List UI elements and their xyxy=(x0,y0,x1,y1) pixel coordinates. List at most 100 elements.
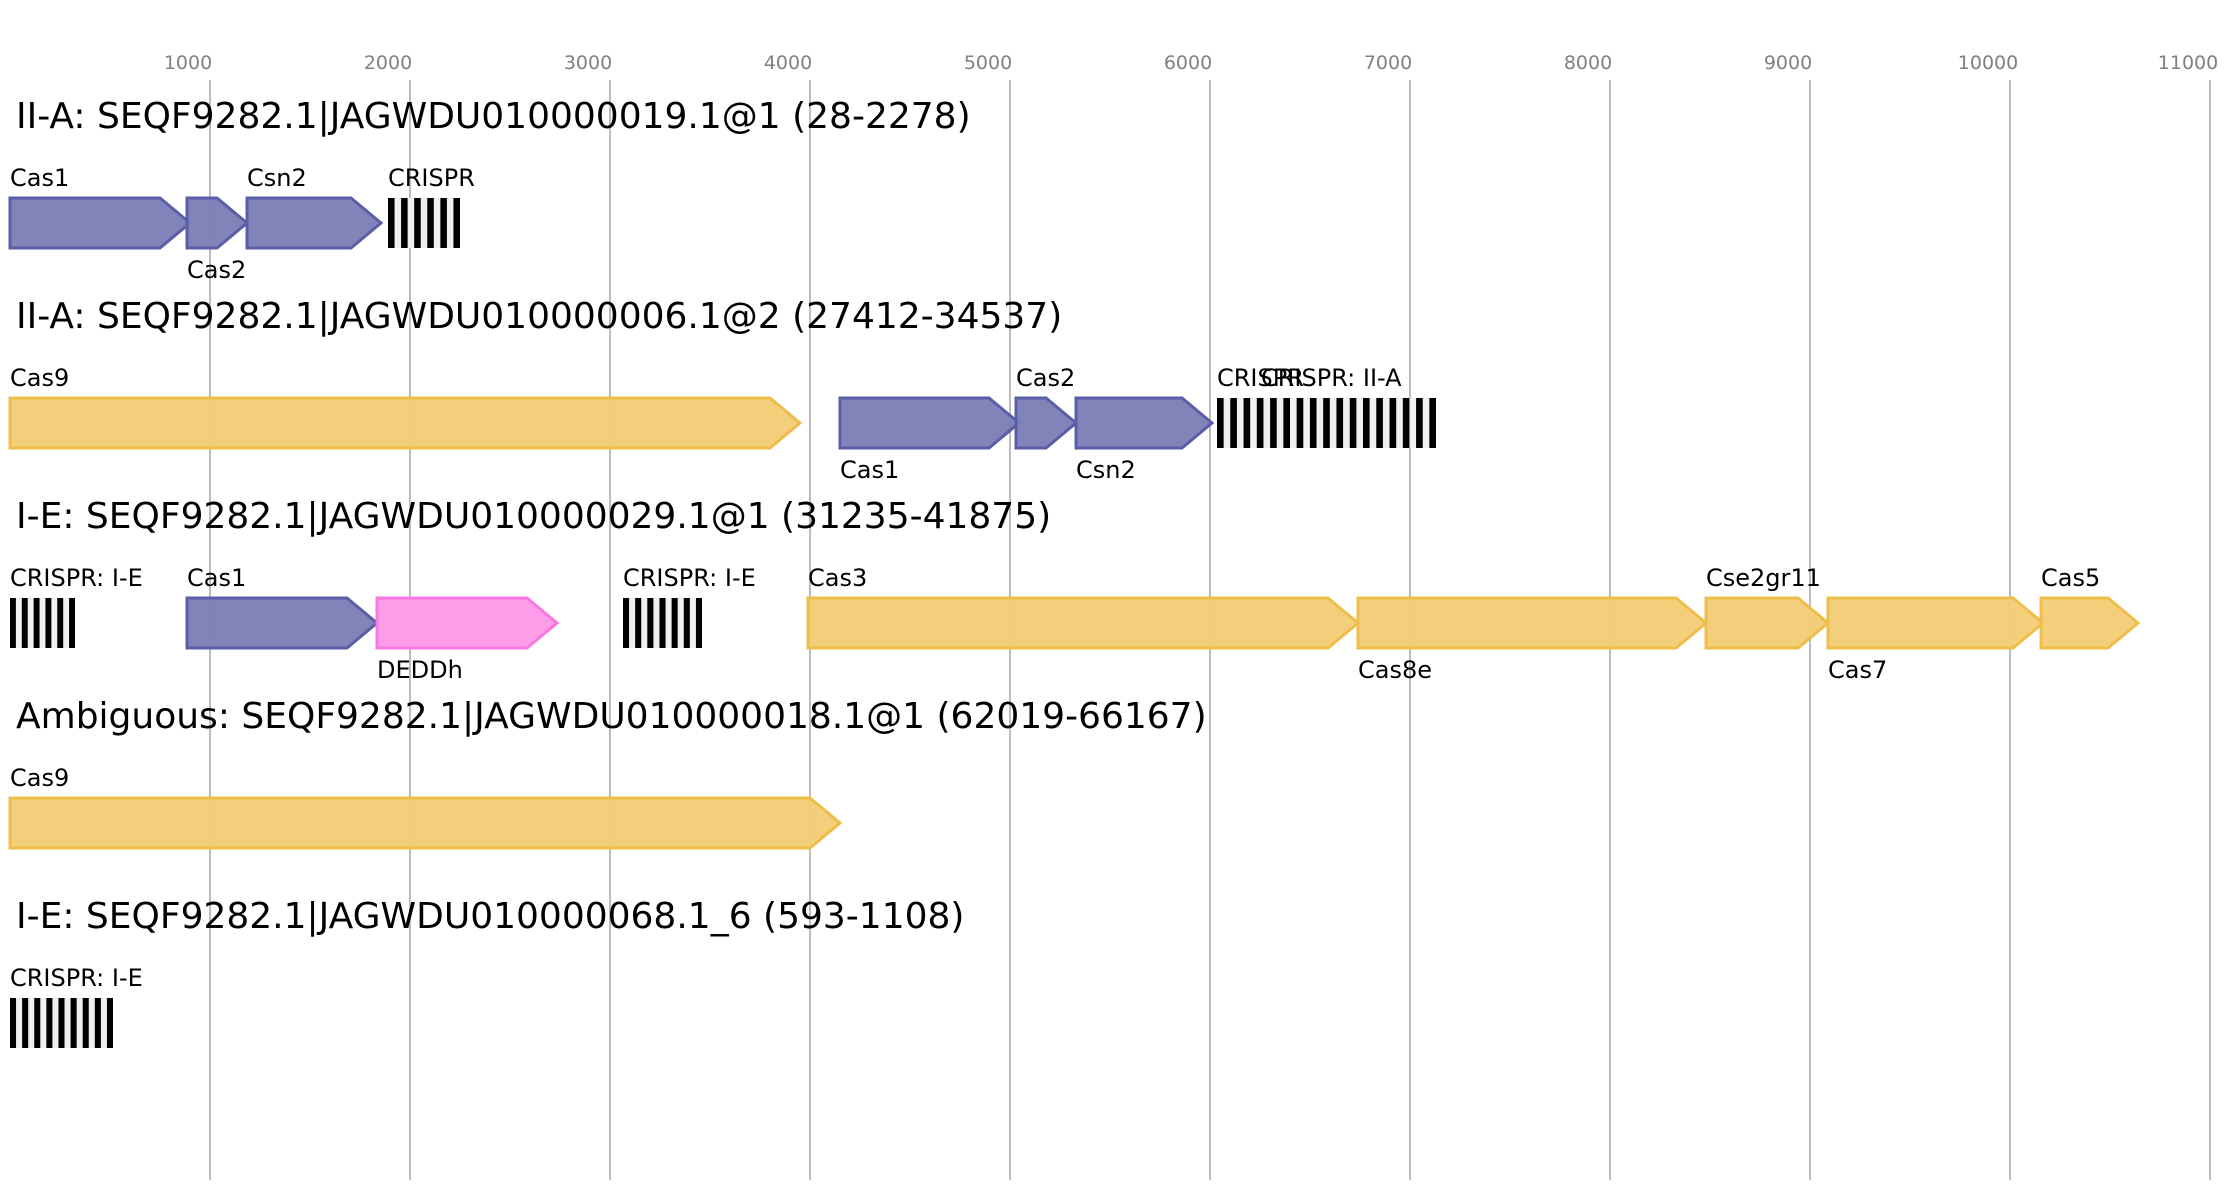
feature-label: Cas2 xyxy=(187,256,246,284)
gene-arrow-deddh[interactable] xyxy=(375,596,560,650)
crispr-repeat xyxy=(34,998,41,1048)
track: I-E: SEQF9282.1|JAGWDU010000068.1_6 (593… xyxy=(10,896,964,1048)
crispr-repeat xyxy=(1217,398,1224,448)
crispr-repeat xyxy=(388,198,395,248)
crispr-repeat xyxy=(45,598,52,648)
track-title: II-A: SEQF9282.1|JAGWDU010000019.1@1 (28… xyxy=(16,96,971,137)
crispr-repeat xyxy=(647,598,654,648)
tick-label: 11000 xyxy=(2158,52,2218,74)
crispr-repeat xyxy=(94,998,101,1048)
crispr-repeat xyxy=(1283,398,1290,448)
gene-arrow-cas9[interactable] xyxy=(8,796,843,850)
track-title: Ambiguous: SEQF9282.1|JAGWDU010000018.1@… xyxy=(16,696,1207,737)
crispr-repeat xyxy=(401,198,408,248)
feature-label: DEDDh xyxy=(377,656,463,684)
crispr-repeat xyxy=(1429,398,1436,448)
crispr-repeat xyxy=(70,998,77,1048)
crispr-repeat xyxy=(440,198,447,248)
gene-arrow-csn2[interactable] xyxy=(245,196,384,250)
feature-label: CRISPR: I-E xyxy=(623,564,756,592)
gene-arrow-csn2[interactable] xyxy=(1074,396,1215,450)
feature-label: CRISPR xyxy=(388,164,475,192)
gene-arrow-cas7[interactable] xyxy=(1826,596,2046,650)
track-title: I-E: SEQF9282.1|JAGWDU010000068.1_6 (593… xyxy=(16,896,964,937)
tick-label: 1000 xyxy=(164,52,212,74)
feature-label: Cas5 xyxy=(2041,564,2100,592)
gene-arrow-cas3[interactable] xyxy=(806,596,1361,650)
track-title: I-E: SEQF9282.1|JAGWDU010000029.1@1 (312… xyxy=(16,496,1051,537)
gene-arrow-cas2[interactable] xyxy=(185,196,250,250)
gene-arrow-cas1[interactable] xyxy=(185,596,380,650)
crispr-repeat xyxy=(1296,398,1304,448)
gene-arrow-cas8e[interactable] xyxy=(1356,596,1709,650)
crispr-repeat xyxy=(82,998,89,1048)
feature-label: Csn2 xyxy=(247,164,307,192)
crispr-repeat xyxy=(695,598,702,648)
feature-label: Cas2 xyxy=(1016,364,1075,392)
gene-arrow-cas5[interactable] xyxy=(2039,596,2141,650)
gene-arrow-cse2gr11[interactable] xyxy=(1704,596,1831,650)
crispr-repeat xyxy=(623,598,630,648)
crispr-repeat xyxy=(427,198,434,248)
feature-label: CRISPR: II-A xyxy=(1261,364,1402,392)
gene-arrow-cas2[interactable] xyxy=(1014,396,1079,450)
crispr-repeat xyxy=(659,598,666,648)
tick-label: 6000 xyxy=(1164,52,1212,74)
crispr-repeat xyxy=(1389,398,1397,448)
track: II-A: SEQF9282.1|JAGWDU010000019.1@1 (28… xyxy=(8,96,971,284)
crispr-repeat xyxy=(1402,398,1410,448)
feature-label: Cas7 xyxy=(1828,656,1887,684)
crispr-repeat xyxy=(1243,398,1251,448)
crispr-repeat xyxy=(1323,398,1330,448)
tracks: II-A: SEQF9282.1|JAGWDU010000019.1@1 (28… xyxy=(8,96,2141,1048)
crispr-repeat xyxy=(1270,398,1277,448)
crispr-repeat xyxy=(58,998,65,1048)
feature-label: Cas1 xyxy=(10,164,69,192)
tick-label: 5000 xyxy=(964,52,1012,74)
tick-label: 10000 xyxy=(1958,52,2018,74)
track: Ambiguous: SEQF9282.1|JAGWDU010000018.1@… xyxy=(8,696,1207,850)
feature-label: CRISPR: I-E xyxy=(10,964,143,992)
crispr-repeat xyxy=(1309,398,1317,448)
crispr-repeat xyxy=(1416,398,1423,448)
crispr-repeat xyxy=(1230,398,1237,448)
gene-arrow-cas9[interactable] xyxy=(8,396,803,450)
crispr-repeat xyxy=(1376,398,1383,448)
feature-label: CRISPR: I-E xyxy=(10,564,143,592)
track: II-A: SEQF9282.1|JAGWDU010000006.1@2 (27… xyxy=(8,296,1436,484)
crispr-repeat xyxy=(1363,398,1370,448)
feature-label: Cas8e xyxy=(1358,656,1432,684)
crispr-repeat xyxy=(10,598,16,648)
crispr-repeat xyxy=(69,598,75,648)
crispr-repeat xyxy=(10,998,17,1048)
gene-arrow-cas1[interactable] xyxy=(8,196,193,250)
crispr-repeat xyxy=(635,598,642,648)
crispr-repeat xyxy=(57,598,64,648)
gene-arrow-cas1[interactable] xyxy=(838,396,1022,450)
feature-label: Cse2gr11 xyxy=(1706,564,1821,592)
crispr-repeat xyxy=(453,198,460,248)
feature-label: Cas3 xyxy=(808,564,867,592)
crispr-repeat xyxy=(33,598,40,648)
crispr-repeat xyxy=(22,998,29,1048)
tick-label: 3000 xyxy=(564,52,612,74)
crispr-repeat xyxy=(1256,398,1264,448)
crispr-repeat xyxy=(671,598,678,648)
crispr-repeat xyxy=(1336,398,1344,448)
crispr-repeat xyxy=(106,998,113,1048)
feature-label: Cas1 xyxy=(840,456,899,484)
crispr-repeat xyxy=(21,598,28,648)
track: I-E: SEQF9282.1|JAGWDU010000029.1@1 (312… xyxy=(10,496,2141,684)
crispr-repeat xyxy=(46,998,53,1048)
tick-label: 9000 xyxy=(1764,52,1812,74)
tick-label: 4000 xyxy=(764,52,812,74)
crispr-array[interactable] xyxy=(388,198,460,248)
tick-label: 8000 xyxy=(1564,52,1612,74)
feature-label: Cas9 xyxy=(10,764,69,792)
crispr-array[interactable] xyxy=(10,598,75,648)
track-title: II-A: SEQF9282.1|JAGWDU010000006.1@2 (27… xyxy=(16,296,1062,337)
crispr-repeat xyxy=(414,198,421,248)
tick-label: 2000 xyxy=(364,52,412,74)
feature-label: Csn2 xyxy=(1076,456,1136,484)
